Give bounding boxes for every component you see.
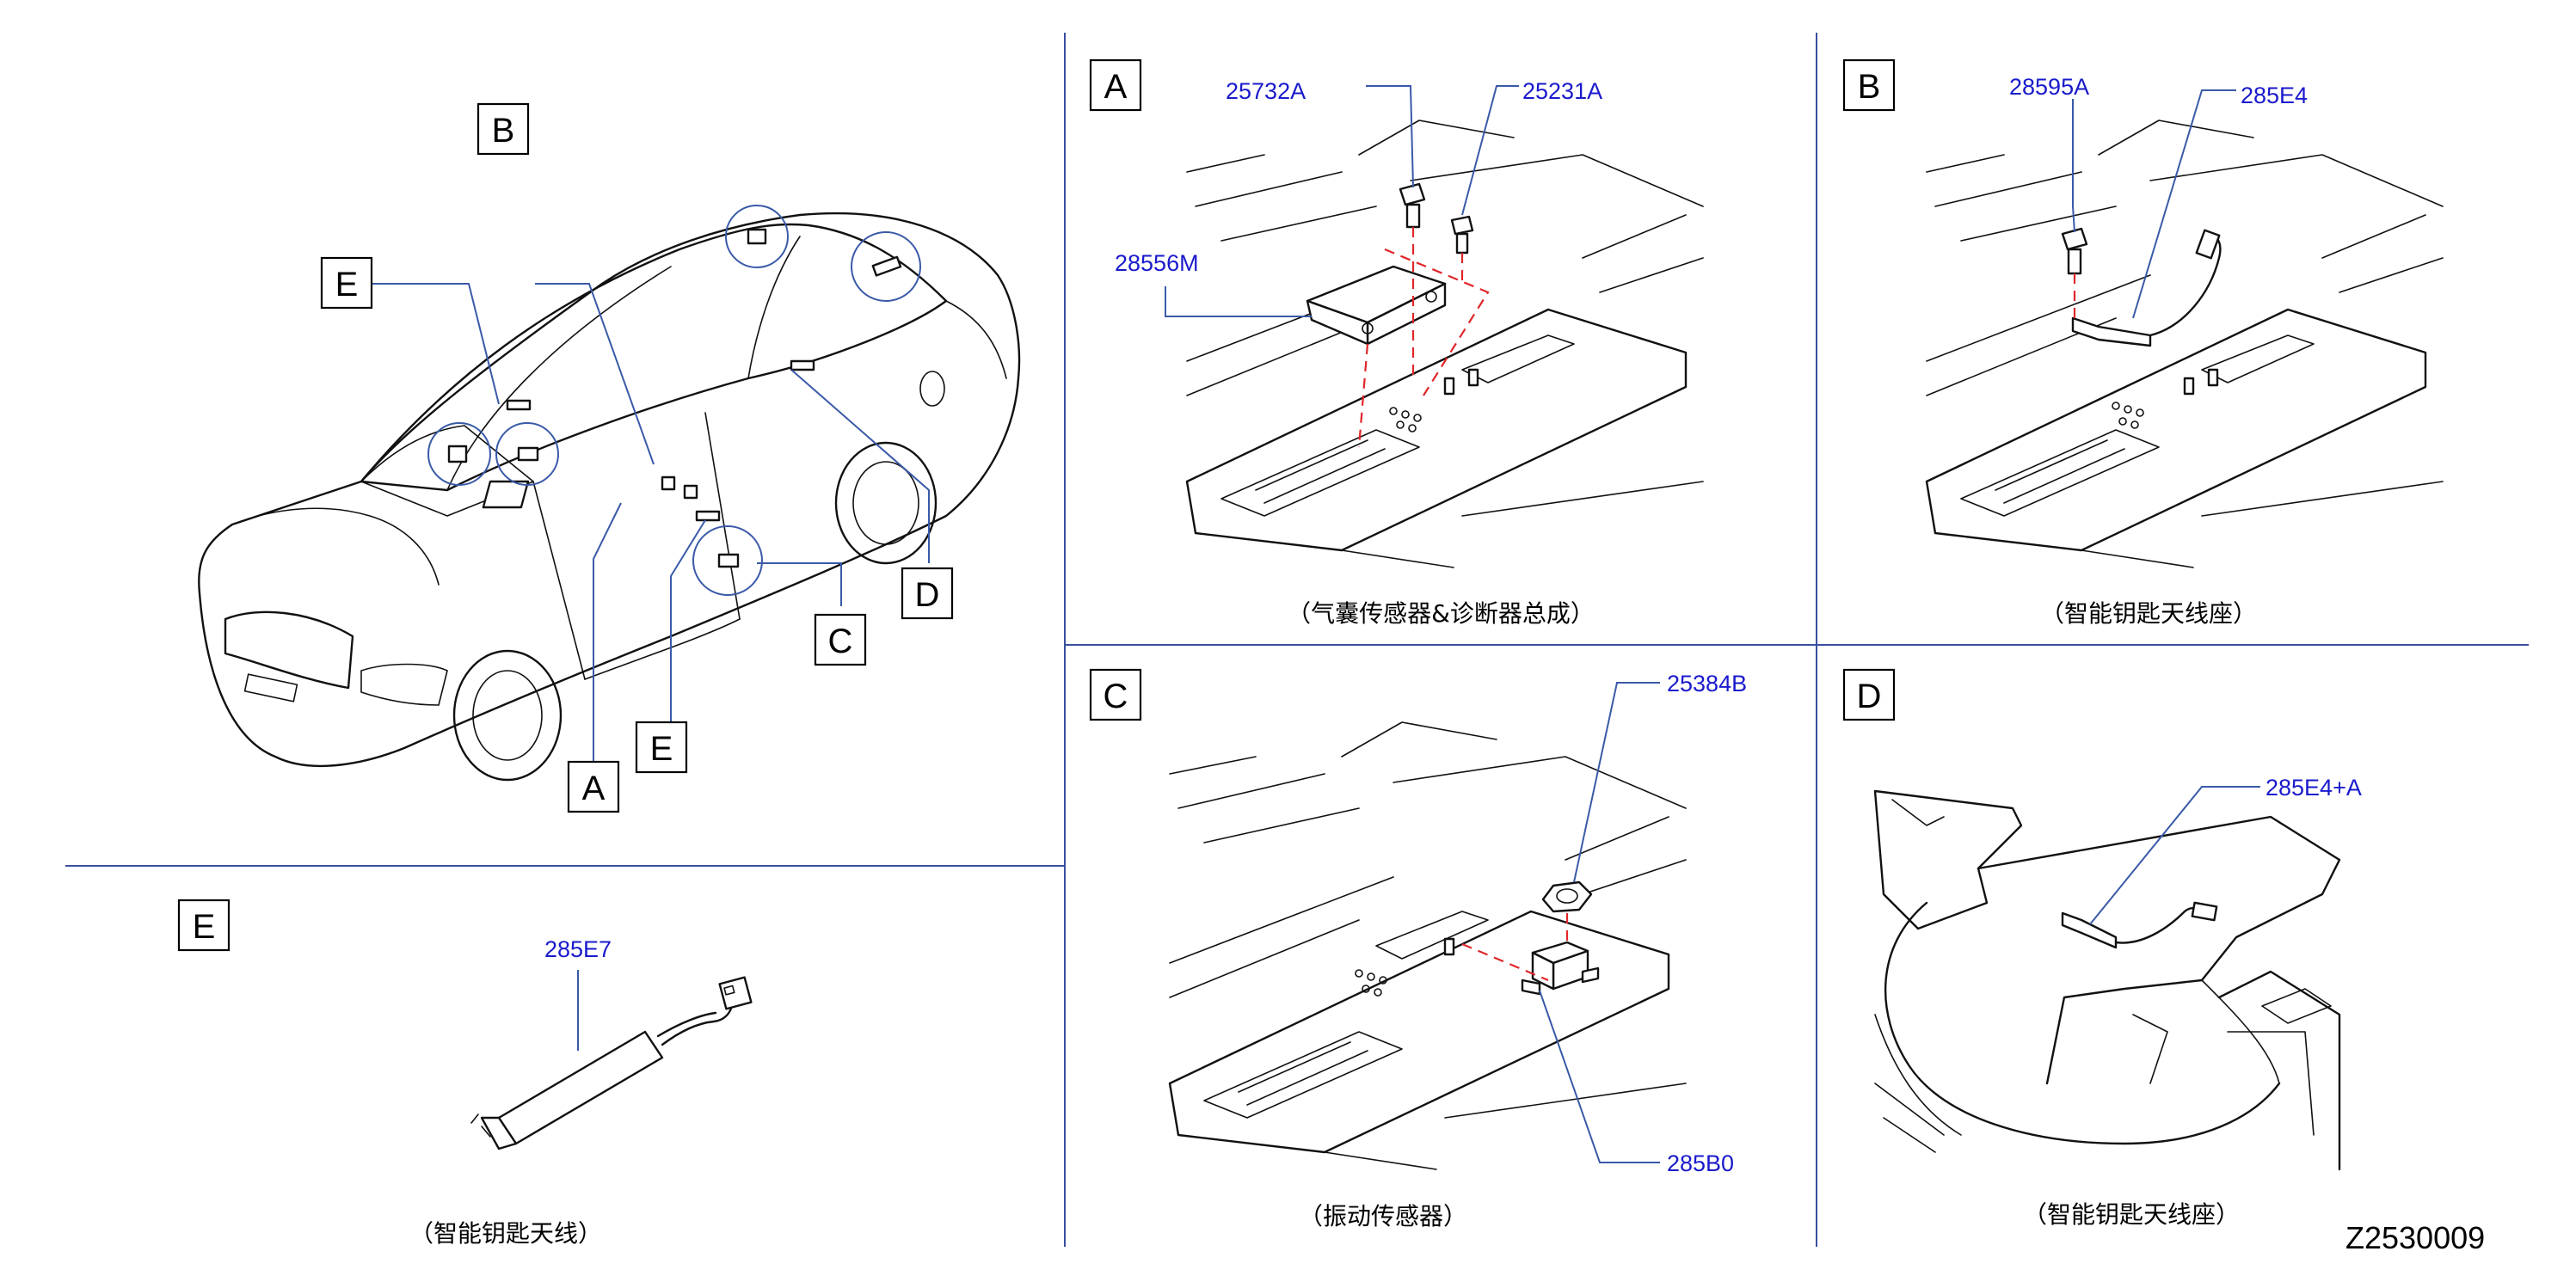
bolt-28595a <box>2061 227 2088 275</box>
overview-label-b-text: B <box>492 112 515 150</box>
overview-label-d: D <box>901 567 954 620</box>
section-e-letter: E <box>193 908 216 946</box>
overview-label-e-top-text: E <box>335 266 359 304</box>
part-number-285b0: 285B0 <box>1667 1150 1734 1176</box>
section-d-trunk <box>1873 789 2341 1171</box>
section-a-floor <box>1185 120 1704 568</box>
section-a: A <box>1089 58 1704 628</box>
diagram-id: Z2530009 <box>2345 1220 2485 1255</box>
section-c-floor <box>1168 721 1687 1170</box>
part-number-285e4: 285E4 <box>2241 83 2308 108</box>
overview-label-b: B <box>476 102 530 156</box>
part-number-285e4-a: 285E4+A <box>2266 775 2362 801</box>
section-d: D 285E4+A （智能钥匙天线座） <box>1842 668 2362 1229</box>
vehicle-overview <box>198 205 1021 782</box>
part-number-25231a: 25231A <box>1522 78 1602 104</box>
section-dividers <box>65 33 2529 1247</box>
overview-label-e-top: E <box>320 256 373 310</box>
antenna-bracket-b <box>2071 229 2222 347</box>
part-number-25732a: 25732A <box>1226 78 1306 104</box>
vibration-sensor <box>1521 941 1600 996</box>
overview-label-c: C <box>814 613 867 666</box>
bolt-25231a <box>1450 215 1474 255</box>
part-number-25384b: 25384B <box>1667 671 1747 696</box>
overview-label-e-bottom: E <box>635 721 688 774</box>
overview-label-c-text: C <box>828 623 853 660</box>
section-e: E 285E7 （智能钥匙天线） <box>177 899 753 1248</box>
section-b: B 2 <box>1842 58 2444 628</box>
overview-label-d-text: D <box>915 576 940 614</box>
section-b-caption: （智能钥匙天线座） <box>2040 599 2257 628</box>
section-b-letter: B <box>1858 68 1881 106</box>
section-b-floor <box>1925 120 2444 568</box>
part-number-28556m: 28556M <box>1115 250 1199 276</box>
overview-label-a-text: A <box>582 770 606 807</box>
smart-key-antenna <box>470 976 753 1150</box>
section-a-caption: （气囊传感器&诊断器总成） <box>1287 599 1595 628</box>
section-d-caption: （智能钥匙天线座） <box>2023 1200 2240 1229</box>
part-number-285e7: 285E7 <box>544 936 612 962</box>
section-d-letter: D <box>1857 678 1882 715</box>
overview-label-e-bottom-text: E <box>650 730 673 768</box>
overview-label-a: A <box>567 760 620 813</box>
bolt-25732a <box>1399 182 1426 229</box>
section-c: C <box>1089 668 1747 1230</box>
airbag-sensor-module <box>1306 265 1447 346</box>
alignment-lines-a <box>1357 227 1490 448</box>
section-a-letter: A <box>1104 68 1128 106</box>
section-e-caption: （智能钥匙天线） <box>409 1219 602 1248</box>
nut-25384b <box>1541 880 1593 913</box>
section-c-letter: C <box>1104 678 1128 715</box>
section-c-caption: （振动传感器） <box>1299 1202 1467 1230</box>
antenna-bracket-d <box>2061 901 2218 949</box>
part-number-28595a: 28595A <box>2009 74 2089 100</box>
